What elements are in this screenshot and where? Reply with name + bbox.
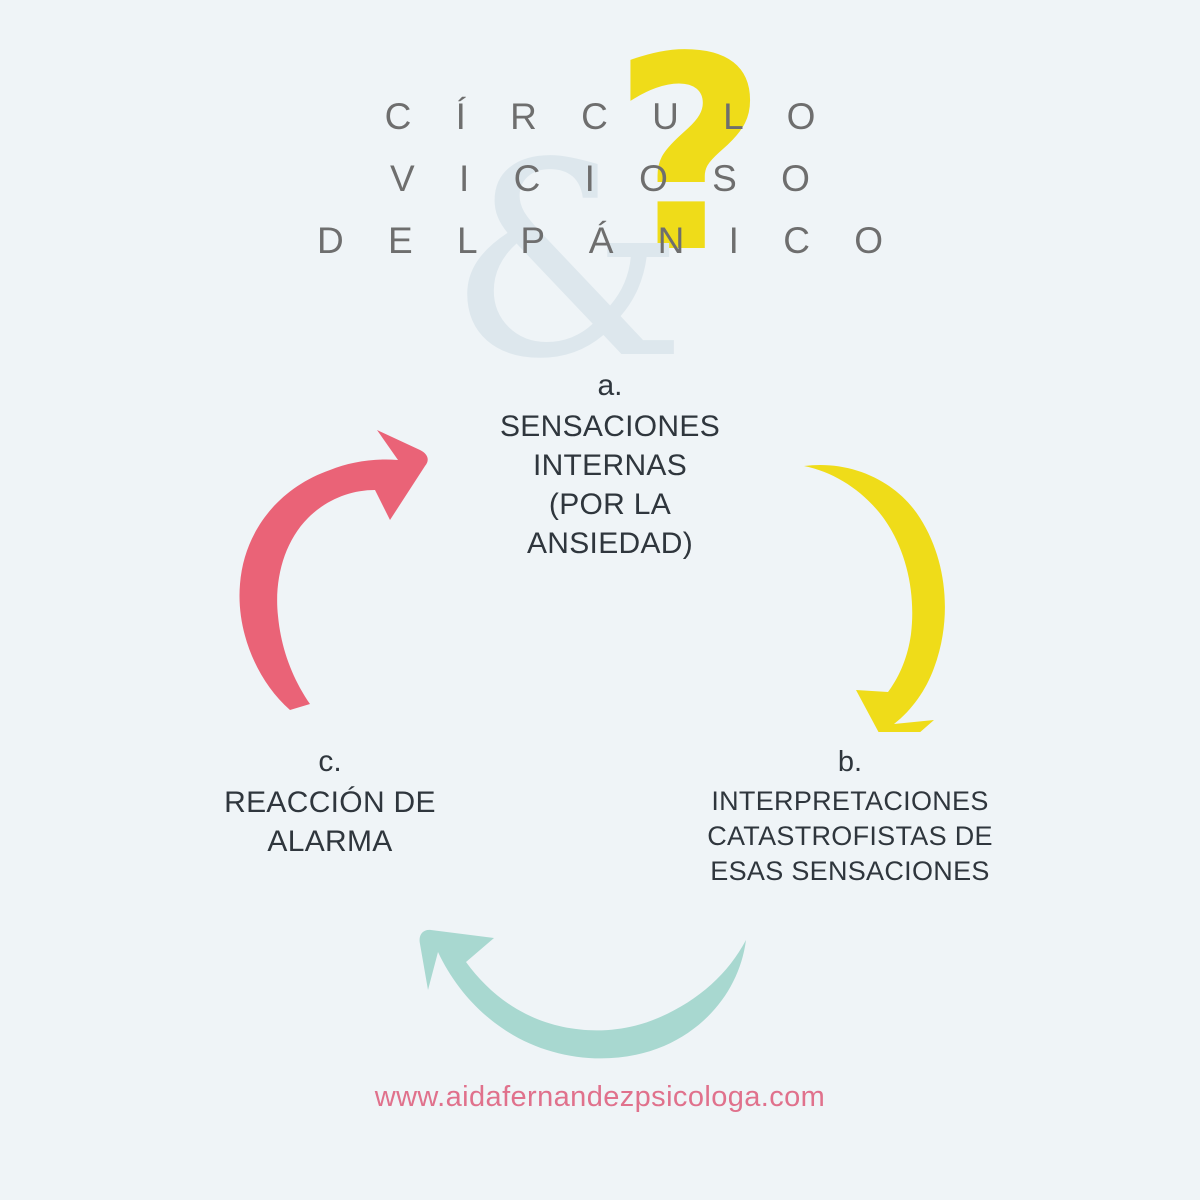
cycle-node-c: c. REACCIÓN DE ALARMA [150,742,510,861]
cycle-node-c-line-2: ALARMA [267,825,393,858]
cycle-node-a-line-2: INTERNAS [532,449,688,482]
cycle-node-b-body: INTERPRETACIONES CATASTROFISTAS DE ESAS … [650,784,1050,889]
cycle-node-a-line-4: ANSIEDAD) [526,527,694,560]
cycle-node-a-letter: a. [597,369,623,402]
cycle-node-b-line-2: CATASTROFISTAS DE [707,820,993,851]
title-line-1: C Í R C U L O [384,96,833,137]
cycle-node-c-letter: c. [318,745,342,778]
cycle-node-a-line-3: (POR LA [548,488,672,521]
title-line-3: D E L P Á N I C O [316,220,901,261]
cycle-node-a-body: SENSACIONES INTERNAS (POR LA ANSIEDAD) [420,407,800,563]
cycle-node-b-letter: b. [837,746,863,778]
cycle-node-a: a. SENSACIONES INTERNAS (POR LA ANSIEDAD… [420,366,800,563]
website-url[interactable]: www.aidafernandezpsicologa.com [374,1081,826,1113]
title-line-2: V I C I O S O [390,158,827,199]
cycle-node-b-line-3: ESAS SENSACIONES [710,855,990,886]
cycle-node-c-line-1: REACCIÓN DE [224,786,436,819]
cycle-node-b-line-1: INTERPRETACIONES [711,785,989,816]
arrow-a-to-b-icon [804,465,945,732]
cycle-node-c-body: REACCIÓN DE ALARMA [150,783,510,861]
arrow-c-to-a-icon [239,430,428,710]
cycle-node-b: b. INTERPRETACIONES CATASTROFISTAS DE ES… [650,744,1050,889]
cycle-node-a-line-1: SENSACIONES [499,410,721,443]
page-title: C Í R C U L O V I C I O S O D E L P Á N … [0,86,1200,272]
arrow-b-to-c-icon [419,929,746,1059]
